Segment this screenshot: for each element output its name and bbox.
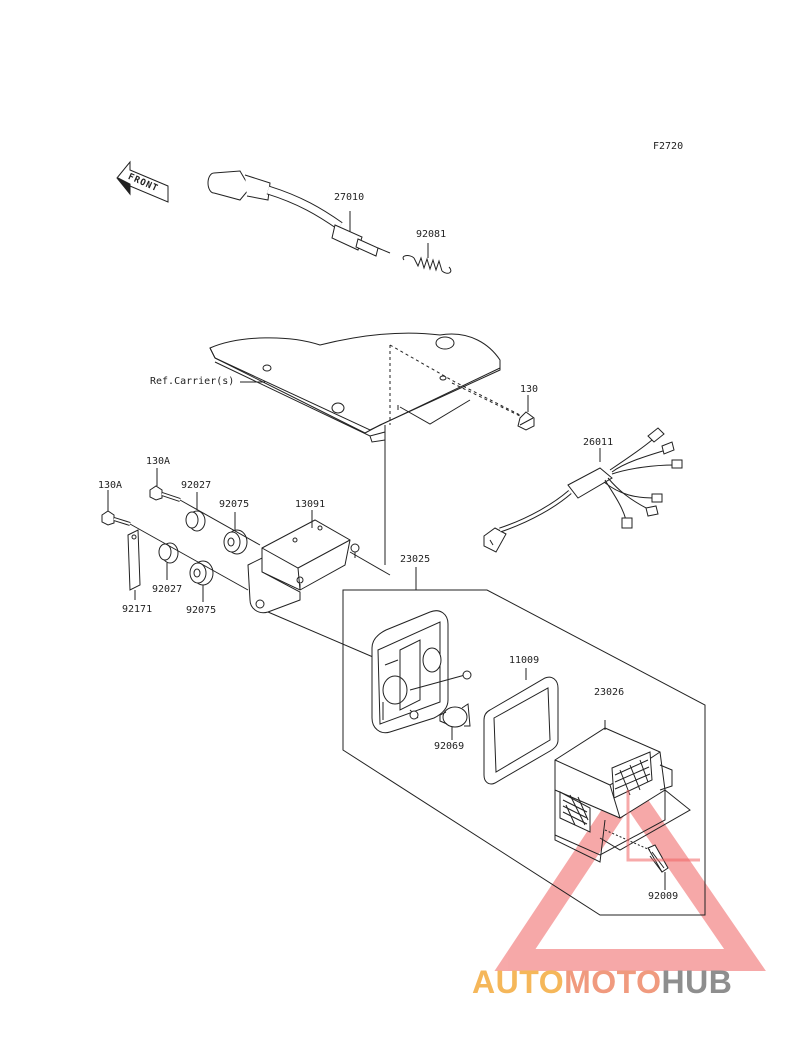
bulb-92069: [439, 703, 471, 740]
carrier-plate: [209, 332, 521, 443]
part-label-13091: 13091: [295, 499, 326, 510]
figure-code: F2720: [653, 141, 684, 152]
bracket-13091: [247, 425, 391, 614]
part-label-11009: 11009: [509, 655, 540, 666]
part-label-92027-bottom: 92027: [152, 584, 183, 595]
lamp-cover-23026: [554, 720, 691, 863]
bolt-130: [451, 382, 535, 431]
part-label-92075-top: 92075: [219, 499, 250, 510]
lens-11009: [483, 668, 559, 785]
harness-26011: [483, 427, 683, 553]
part-label-130A-left: 130A: [98, 480, 123, 491]
front-arrow-icon: [116, 160, 169, 203]
part-label-92009: 92009: [648, 891, 679, 902]
lamp-housing: [371, 610, 472, 734]
collar-92027-bottom: [158, 542, 179, 580]
part-label-130A-top: 130A: [146, 456, 171, 467]
part-label-23026: 23026: [594, 687, 625, 698]
grommet-92075-top: [223, 512, 248, 555]
watermark-auto: AUTO: [472, 964, 565, 1000]
part-label-130: 130: [520, 384, 539, 395]
part-label-23025: 23025: [400, 554, 431, 565]
part-label-92171: 92171: [122, 604, 153, 615]
ref-carrier-label: Ref.Carrier(s): [150, 376, 235, 387]
switch-27010: [207, 170, 391, 257]
grommet-92075-bottom: [189, 560, 214, 602]
part-label-27010: 27010: [334, 192, 365, 203]
part-label-92027-top: 92027: [181, 480, 212, 491]
spring-92081: [402, 243, 452, 274]
watermark-logo-icon: [494, 770, 766, 971]
bolt-130A-top: [149, 468, 181, 502]
watermark-text: AUTOMOTOHUB: [472, 966, 732, 998]
part-label-92081: 92081: [416, 229, 447, 240]
plate-92171: [127, 529, 141, 600]
bolt-130A-left: [101, 490, 131, 526]
part-label-26011: 26011: [583, 437, 614, 448]
collar-92027-top: [185, 492, 206, 532]
part-label-92069: 92069: [434, 741, 465, 752]
watermark-hub: HUB: [661, 964, 733, 1000]
part-label-92075-bottom: 92075: [186, 605, 217, 616]
assembly-frame-23025: [342, 567, 706, 916]
watermark-moto: MOTO: [564, 964, 662, 1000]
